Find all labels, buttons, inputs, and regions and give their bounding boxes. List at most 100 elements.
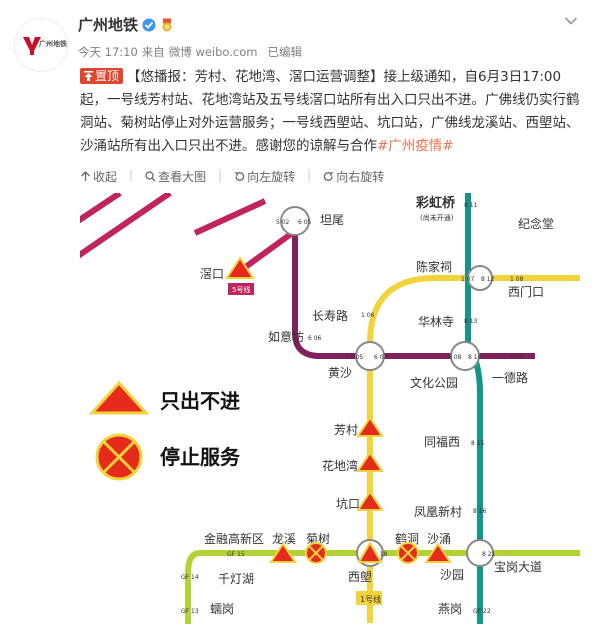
code-xilang: 1 18 (374, 551, 388, 558)
station-fenghuangxincun: 凤凰新村 (414, 504, 462, 519)
warn-jiaokou (225, 256, 255, 279)
map-legend: 只出不进 停止服务 (88, 380, 241, 481)
station-wenhuagongyuan: 文化公园 (410, 375, 458, 390)
station-caihongqiao-note: (尚未开通) (420, 213, 454, 222)
rotate-left-label: 向左旋转 (247, 170, 296, 184)
image-toolbar: 收起 | 查看大图 | 向左旋转 | 向右旋转 (80, 168, 384, 185)
code-yangang: GF 22 (473, 608, 491, 615)
source-prefix: 来自 (141, 45, 165, 59)
avatar-text: 广州地铁 (39, 40, 67, 48)
code-tanwei-b: 6 05 (298, 219, 312, 226)
author-row: 广州地铁 (78, 14, 174, 35)
station-yidelu: 一德路 (492, 370, 528, 385)
legend-stopped-icon (95, 433, 143, 481)
legend-stopped-label: 停止服务 (160, 445, 241, 469)
metro-map: 5 02 6 05 6 06 1 06 1 05 6 07 1 07 8 12 … (80, 193, 580, 624)
code-huangsha-b: 6 07 (374, 354, 388, 361)
warn-shayong (424, 542, 452, 563)
station-tanwei: 坦尾 (320, 213, 344, 227)
edited-label[interactable]: 已编辑 (267, 45, 302, 59)
code-ruyifang: 6 06 (308, 335, 322, 342)
station-qiandenghu: 千灯湖 (218, 571, 254, 586)
station-baogangdadao: 宝岗大道 (494, 560, 542, 574)
code-changshoulu: 1 06 (361, 312, 375, 319)
avatar[interactable]: 广州地铁 (14, 18, 68, 72)
code-qiandenghu: GF 14 (181, 574, 199, 581)
station-longxi: 龙溪 (272, 532, 296, 546)
hashtag-link[interactable]: #广州疫情# (377, 138, 454, 154)
wenhuagongyuan-interchange (450, 341, 480, 371)
line5-track-top (80, 193, 122, 224)
code-caihongqiao: 8 11 (464, 202, 478, 209)
station-ximenkou: 西门口 (508, 284, 544, 299)
warn-xilang (357, 541, 383, 563)
station-shayong: 沙涌 (427, 532, 451, 546)
rotate-left-icon (234, 171, 245, 181)
line6-track (292, 218, 535, 359)
post-content: 置顶 【悠播报：芳村、花地湾、滘口运营调整】接上级通知，自6月3日17:00起，… (80, 66, 580, 158)
code-shayuan: 8 21 (482, 551, 496, 558)
station-names: 彩虹桥 (尚未开通) 纪念堂 坦尾 滘口 陈家祠 西门口 长寿路 华林寺 如意坊… (200, 195, 554, 616)
station-ruyifang: 如意坊 (268, 329, 304, 344)
tanwei-interchange (280, 206, 310, 236)
legend-exit-only-icon (88, 380, 150, 415)
chevron-down-icon[interactable] (564, 16, 578, 26)
author-name[interactable]: 广州地铁 (78, 16, 139, 34)
station-huangsha: 黄沙 (328, 366, 352, 380)
collapse-icon (81, 171, 90, 181)
code-huangsha-a: 1 05 (350, 354, 364, 361)
stop-hedong (397, 542, 419, 564)
code-wenhua-b: 8 14 (468, 354, 482, 361)
pinned-badge: 置顶 (80, 68, 124, 84)
code-huayansi: 8 13 (464, 318, 478, 325)
line1-track (367, 275, 580, 623)
station-huayansi: 华林寺 (418, 315, 454, 329)
line5-track-right (193, 198, 267, 236)
post-source[interactable]: 微博 weibo.com (168, 45, 258, 59)
code-tongfuxi: 8 15 (471, 440, 485, 447)
pin-icon (84, 71, 93, 81)
chenjiaci-interchange (467, 265, 493, 291)
station-hedong: 鹤洞 (395, 531, 419, 546)
code-wenhua-a: 6 08 (448, 354, 462, 361)
station-shayuan: 沙园 (440, 568, 464, 582)
stopped-markers (305, 542, 419, 564)
code-jinrong: GF 15 (227, 551, 245, 558)
view-large-button[interactable]: 查看大图 (145, 168, 206, 185)
code-chenjiaci-a: 1 07 (461, 276, 475, 283)
metro-map-image[interactable]: 5 02 6 05 6 06 1 06 1 05 6 07 1 07 8 12 … (80, 193, 580, 624)
station-kengkou: 坑口 (336, 496, 360, 511)
code-chenjiaci-b: 8 12 (481, 276, 495, 283)
station-yangang: 燕岗 (438, 602, 462, 616)
warn-huadiwan (356, 451, 384, 472)
code-leigang: GF 13 (181, 608, 199, 615)
station-xilang: 西塱 (348, 569, 372, 584)
line5-track-jiaokou (238, 228, 297, 274)
station-fangcun: 芳村 (334, 423, 358, 437)
view-large-label: 查看大图 (158, 170, 207, 184)
station-leigang: 蠕岗 (210, 602, 234, 616)
station-jiaokou: 滘口 (200, 267, 224, 281)
collapse-button[interactable]: 收起 (80, 168, 117, 185)
line1-badge-label: 1号线 (360, 594, 381, 604)
line1-badge (356, 591, 382, 605)
huangsha-interchange (355, 341, 385, 371)
code-ximenkou: 1 08 (510, 276, 524, 283)
line5-badge (228, 283, 254, 295)
post-time[interactable]: 今天 17:10 (78, 45, 138, 59)
rotate-right-icon (323, 171, 334, 181)
verified-icon (142, 18, 156, 31)
post-meta: 今天 17:10 来自 微博 weibo.com 已编辑 (78, 44, 302, 60)
station-jinronggaoxinqu: 金融高新区 (204, 531, 264, 546)
warn-fangcun (356, 416, 384, 437)
legend-exit-only-label: 只出不进 (160, 389, 240, 413)
shayuan-interchange (466, 539, 494, 567)
collapse-label: 收起 (93, 170, 118, 184)
station-changshoulu: 长寿路 (312, 308, 348, 323)
stop-jushu (305, 542, 327, 564)
rotate-left-button[interactable]: 向左旋转 (234, 168, 295, 185)
station-chenjiaci: 陈家祠 (416, 259, 452, 274)
guangfo-track-west (185, 550, 205, 624)
rotate-right-button[interactable]: 向右旋转 (323, 168, 384, 185)
